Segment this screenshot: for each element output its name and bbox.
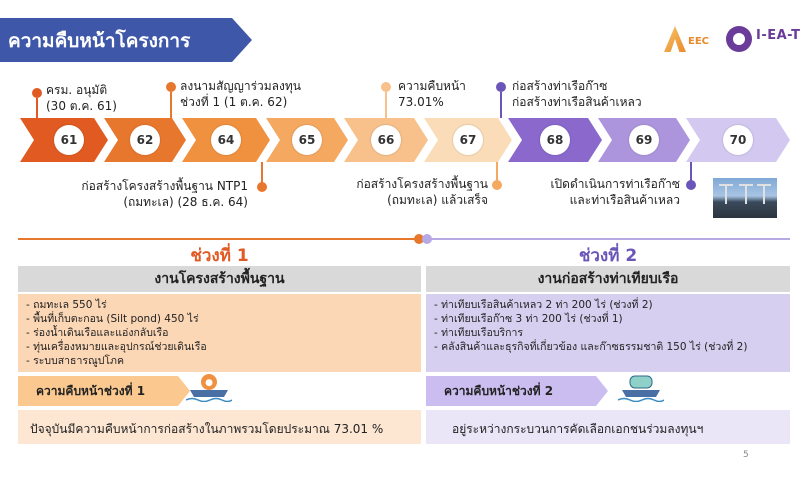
phase2-title: ช่วงที่ 2 (578, 246, 638, 266)
event-connector (36, 98, 38, 118)
event-label: ครม. อนุมัติ (30 ต.ค. 61) (46, 82, 117, 114)
event-marker-icon (492, 180, 502, 190)
phase1-status-box: ปัจจุบันมีความคืบหน้าการก่อสร้างในภาพรวม… (18, 410, 421, 444)
event-line: ครม. อนุมัติ (46, 83, 108, 97)
event-connector (385, 92, 387, 118)
list-item: ร่องน้ำเดินเรือและแอ่งกลับเรือ (26, 326, 421, 340)
timeline-step: 64 (182, 118, 270, 162)
port-photo (713, 178, 777, 218)
event-line: ก่อสร้างโครงสร้างพื้นฐาน (356, 177, 488, 191)
event-line: ก่อสร้างท่าเรือสินค้าเหลว (512, 95, 642, 109)
phase2-progress-label: ความคืบหน้าช่วงที่ 2 (426, 376, 608, 406)
ship-icon: ● (186, 374, 232, 402)
phase1-work-header: งานโครงสร้างพื้นฐาน (18, 266, 421, 292)
title-banner (0, 18, 252, 62)
phase1-status-text: ปัจจุบันมีความคืบหน้าการก่อสร้างในภาพรวม… (30, 422, 384, 436)
ieat-mark-icon (726, 26, 752, 52)
crane-arm (719, 184, 733, 186)
phase2-divider (426, 238, 790, 240)
list-item: ถมทะเล 550 ไร่ (26, 298, 421, 312)
page-number: 5 (743, 450, 749, 460)
event-label: ก่อสร้างท่าเรือก๊าซ ก่อสร้างท่าเรือสินค้… (512, 78, 642, 110)
ieat-logo-icon: I-EA-T (726, 26, 806, 64)
event-label: เปิดดำเนินการท่าเรือก๊าซ และท่าเรือสินค้… (510, 176, 680, 208)
phase2-item-list: ท่าเทียบเรือสินค้าเหลว 2 ท่า 200 ไร่ (ช่… (426, 294, 790, 354)
step-number: 65 (292, 125, 322, 155)
svg-text:●: ● (205, 378, 213, 388)
event-marker-icon (381, 82, 391, 92)
eec-logo-icon: EEC (664, 24, 712, 64)
page-title: ความคืบหน้าโครงการ (8, 30, 191, 52)
event-line: (ถมทะเล) (28 ธ.ค. 64) (123, 195, 248, 209)
timeline-step: 68 (508, 118, 602, 162)
timeline-step: 62 (104, 118, 186, 162)
timeline-step: 70 (686, 118, 790, 162)
event-marker-icon (32, 88, 42, 98)
event-line: เปิดดำเนินการท่าเรือก๊าซ (550, 177, 680, 191)
phase2-work-header: งานก่อสร้างท่าเทียบเรือ (426, 266, 790, 292)
timeline-step: 67 (424, 118, 512, 162)
list-item: ท่าเทียบเรือบริการ (434, 326, 790, 340)
phase1-end-marker-icon (414, 234, 424, 244)
timeline-step: 65 (266, 118, 348, 162)
event-marker-icon (496, 82, 506, 92)
phase2-status-box: อยู่ระหว่างกระบวนการคัดเลือกเอกชนร่วมลงท… (426, 410, 790, 444)
list-item: ท่าเทียบเรือสินค้าเหลว 2 ท่า 200 ไร่ (ช่… (434, 298, 790, 312)
step-number: 64 (211, 125, 241, 155)
step-number: 66 (371, 125, 401, 155)
crane-icon (745, 184, 747, 204)
phase1-divider (18, 238, 421, 240)
list-item: พื้นที่เก็บตะกอน (Silt pond) 450 ไร่ (26, 312, 421, 326)
event-label: ก่อสร้างโครงสร้างพื้นฐาน NTP1 (ถมทะเล) (… (62, 178, 248, 210)
event-label: ความคืบหน้า 73.01% (398, 78, 466, 110)
phase2-status-text: อยู่ระหว่างกระบวนการคัดเลือกเอกชนร่วมลงท… (452, 422, 704, 436)
step-number: 70 (723, 125, 753, 155)
step-number: 67 (453, 125, 483, 155)
phase1-progress-label: ความคืบหน้าช่วงที่ 1 (18, 376, 190, 406)
list-item: คลังสินค้าและธุรกิจที่เกี่ยวข้อง และก๊าซ… (434, 340, 790, 354)
list-item: ระบบสาธารณูปโภค (26, 354, 421, 368)
eec-logo-text: EEC (688, 36, 710, 47)
ieat-logo-text: I-EA-T (756, 28, 801, 43)
event-line: 73.01% (398, 95, 444, 109)
event-line: (ถมทะเล) แล้วเสร็จ (387, 193, 488, 207)
crane-arm (739, 184, 753, 186)
phase1-item-list: ถมทะเล 550 ไร่ พื้นที่เก็บตะกอน (Silt po… (18, 294, 421, 368)
event-connector (690, 162, 692, 182)
crane-icon (763, 184, 765, 204)
event-label: ก่อสร้างโครงสร้างพื้นฐาน (ถมทะเล) แล้วเส… (330, 176, 488, 208)
list-item: ท่าเทียบเรือก๊าซ 3 ท่า 200 ไร่ (ช่วงที่ … (434, 312, 790, 326)
event-connector (496, 162, 498, 182)
phase1-title: ช่วงที่ 1 (190, 246, 249, 266)
step-number: 62 (130, 125, 160, 155)
event-line: ความคืบหน้า (398, 79, 466, 93)
event-line: ก่อสร้างท่าเรือก๊าซ (512, 79, 608, 93)
event-line: ช่วงที่ 1 (1 ต.ค. 62) (180, 95, 288, 109)
event-marker-icon (257, 182, 267, 192)
timeline-step: 69 (598, 118, 690, 162)
phase2-start-marker-icon (422, 234, 432, 244)
event-label: ลงนามสัญญาร่วมลงทุน ช่วงที่ 1 (1 ต.ค. 62… (180, 78, 301, 110)
event-line: ก่อสร้างโครงสร้างพื้นฐาน NTP1 (81, 179, 248, 193)
event-line: ลงนามสัญญาร่วมลงทุน (180, 79, 301, 93)
phase1-items-box: ถมทะเล 550 ไร่ พื้นที่เก็บตะกอน (Silt po… (18, 294, 421, 372)
event-marker-icon (166, 82, 176, 92)
phase2-items-box: ท่าเทียบเรือสินค้าเหลว 2 ท่า 200 ไร่ (ช่… (426, 294, 790, 372)
timeline-step: 66 (344, 118, 428, 162)
list-item: ทุ่นเครื่องหมายและอุปกรณ์ช่วยเดินเรือ (26, 340, 421, 354)
step-number: 69 (629, 125, 659, 155)
tanker-ship-icon (618, 375, 664, 402)
event-connector (500, 92, 502, 118)
step-number: 68 (540, 125, 570, 155)
event-line: และท่าเรือสินค้าเหลว (569, 193, 680, 207)
eec-mark-icon (664, 26, 686, 52)
event-connector (261, 162, 263, 184)
event-marker-icon (686, 180, 696, 190)
step-number: 61 (54, 125, 84, 155)
crane-icon (725, 184, 727, 204)
crane-arm (757, 184, 771, 186)
event-connector (170, 92, 172, 118)
event-line: (30 ต.ค. 61) (46, 99, 117, 113)
